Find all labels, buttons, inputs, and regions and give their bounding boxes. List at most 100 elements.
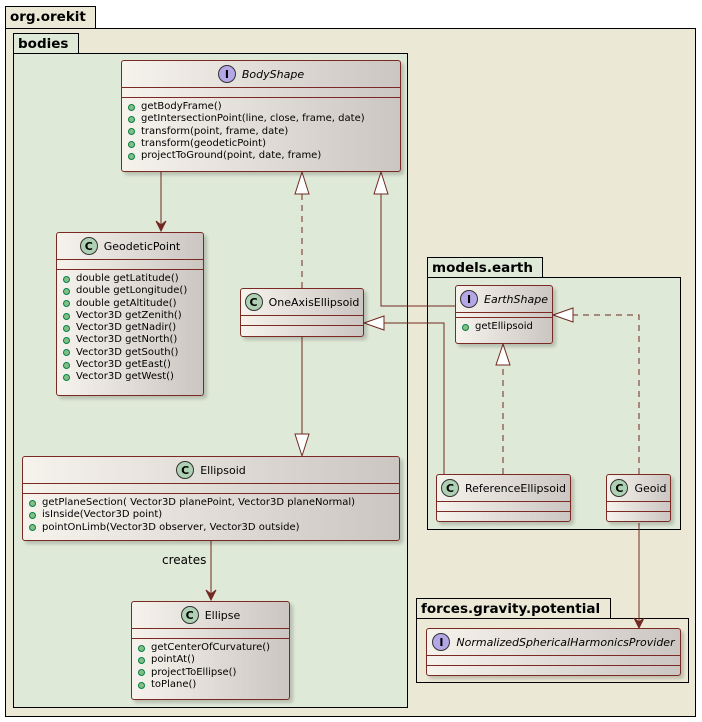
method: double getAltitude() [63,298,203,310]
class-name: ReferenceEllipsoid [465,481,566,495]
class-stereotype-icon: C [180,606,199,624]
class-name: GeodeticPoint [103,239,181,253]
method: getBodyFrame() [128,101,400,113]
methods-compartment [427,665,680,675]
class-geodeticpoint[interactable]: C GeodeticPoint double getLatitude() doub… [56,232,204,396]
public-visibility-icon [63,361,70,369]
interface-earthshape[interactable]: I EarthShape getEllipsoid [455,285,553,344]
method: Vector3D getNadir() [63,322,203,334]
package-tab-org-orekit: org.orekit [5,6,96,30]
method: pointAt() [138,654,289,666]
public-visibility-icon [128,152,135,160]
public-visibility-icon [138,669,145,677]
triangle-geoid-earthshape [551,307,574,323]
triangle-earthshape-bodyshape [373,170,389,195]
attributes-compartment [607,501,670,511]
public-visibility-icon [29,524,36,532]
method: getIntersectionPoint(line, close, frame,… [128,113,400,125]
methods-compartment: getEllipsoid [456,317,552,337]
methods-compartment [437,511,570,521]
public-visibility-icon [29,511,36,519]
edge-label-creates: creates [162,553,207,567]
class-stereotype-icon: C [244,293,263,311]
public-visibility-icon [63,324,70,332]
methods-compartment: getPlaneSection( Vector3D planePoint, Ve… [23,493,399,538]
public-visibility-icon [138,681,145,689]
method: double getLongitude() [63,285,203,297]
class-stereotype-icon: C [176,461,195,479]
public-visibility-icon [63,312,70,320]
method: getCenterOfCurvature() [138,642,289,654]
public-visibility-icon [29,499,36,507]
package-tab-forces-gravity-potential: forces.gravity.potential [416,598,611,620]
public-visibility-icon [128,115,135,123]
method: isInside(Vector3D point) [29,509,399,521]
interface-stereotype-icon: I [432,633,451,651]
method: Vector3D getEast() [63,359,203,371]
class-name: NormalizedSphericalHarmonicsProvider [456,635,675,649]
method: transform(geodeticPoint) [128,138,400,150]
arrow-head-geodeticpoint [155,220,167,233]
attributes-compartment [427,655,680,665]
public-visibility-icon [128,128,135,136]
attributes-compartment [241,315,363,325]
public-visibility-icon [128,140,135,148]
class-stereotype-icon: C [610,479,629,497]
public-visibility-icon [462,323,469,331]
class-oneaxisellipsoid[interactable]: C OneAxisEllipsoid [240,288,364,337]
attributes-compartment [122,87,400,97]
edge-refellipsoid-oneaxis [384,322,445,475]
method: toPlane() [138,679,289,691]
method: getEllipsoid [462,321,552,333]
class-name: Ellipsoid [200,463,246,477]
interface-normalizedsphericalharmonicsprovider[interactable]: I NormalizedSphericalHarmonicsProvider [426,628,681,676]
attributes-compartment [23,483,399,493]
public-visibility-icon [63,337,70,345]
class-name: Ellipse [204,608,241,622]
public-visibility-icon [128,103,135,111]
public-visibility-icon [63,275,70,283]
class-name: Geoid [634,481,667,495]
methods-compartment: getCenterOfCurvature() pointAt() project… [132,638,289,695]
public-visibility-icon [63,349,70,357]
interface-bodyshape[interactable]: I BodyShape getBodyFrame() getIntersectio… [121,60,401,172]
class-stereotype-icon: C [441,479,459,497]
class-geoid[interactable]: C Geoid [606,474,671,522]
methods-compartment [607,511,670,521]
attributes-compartment [57,259,203,269]
method: projectToEllipse() [138,667,289,679]
class-name: BodyShape [241,67,305,81]
interface-stereotype-icon: I [460,290,479,308]
arrow-head-harmonics [633,617,645,630]
edge-geoid-earthshape [573,314,640,474]
triangle-refellipsoid-earthshape [495,342,511,366]
public-visibility-icon [138,644,145,652]
package-tab-models-earth: models.earth [427,257,543,279]
class-name: EarthShape [484,292,548,306]
triangle-oneaxis-bodyshape [294,170,310,195]
package-tab-bodies: bodies [13,33,79,55]
arrow-head-ellipse [205,589,217,602]
class-referenceellipsoid[interactable]: C ReferenceEllipsoid [436,474,571,522]
class-name: OneAxisEllipsoid [268,295,360,309]
method: Vector3D getSouth() [63,347,203,359]
public-visibility-icon [63,287,70,295]
method: getPlaneSection( Vector3D planePoint, Ve… [29,497,399,509]
methods-compartment: double getLatitude() double getLongitude… [57,269,203,388]
attributes-compartment [132,628,289,638]
public-visibility-icon [63,300,70,308]
method: projectToGround(point, date, frame) [128,150,400,162]
class-ellipse[interactable]: C Ellipse getCenterOfCurvature() pointAt(… [131,601,290,700]
attributes-compartment [437,501,570,511]
methods-compartment: getBodyFrame() getIntersectionPoint(line… [122,97,400,166]
attributes-compartment [456,312,552,317]
edge-earthshape-bodyshape [380,194,455,307]
methods-compartment [241,325,363,335]
interface-stereotype-icon: I [217,65,236,83]
public-visibility-icon [63,374,70,382]
class-stereotype-icon: C [79,237,98,255]
class-ellipsoid[interactable]: C Ellipsoid getPlaneSection( Vector3D pla… [22,456,400,541]
method: Vector3D getZenith() [63,310,203,322]
method: double getLatitude() [63,273,203,285]
